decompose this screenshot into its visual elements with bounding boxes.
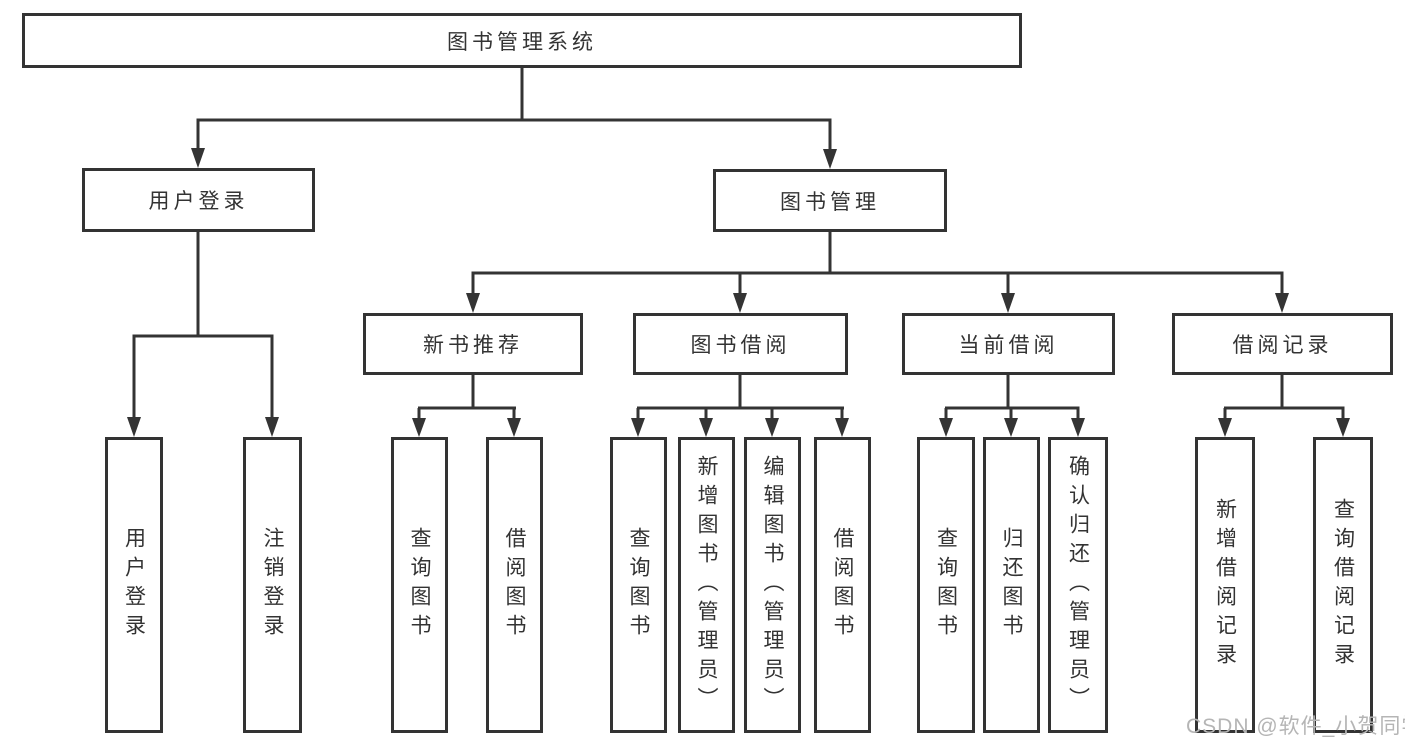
arrowhead-user-login bbox=[191, 148, 205, 168]
leaf-query-books-current: 查询图书 bbox=[917, 437, 975, 733]
arrowhead-leaf8 bbox=[835, 418, 849, 437]
leaf-query-books-borrow: 查询图书 bbox=[610, 437, 667, 733]
arrowhead-l3d bbox=[1275, 293, 1289, 313]
arrowhead-leaf3 bbox=[412, 418, 426, 437]
arrowhead-l3c bbox=[1001, 293, 1015, 313]
leaf-query-borrow-record: 查询借阅记录 bbox=[1313, 437, 1373, 733]
arrowhead-leaf5 bbox=[631, 418, 645, 437]
arrowhead-leaf2 bbox=[265, 417, 279, 437]
csdn-watermark: CSDN @软件_小贺同学 bbox=[1186, 715, 1405, 738]
node-current-borrow: 当前借阅 bbox=[902, 313, 1115, 375]
arrowhead-leaf7 bbox=[765, 418, 779, 437]
arrowhead-leaf1 bbox=[127, 417, 141, 437]
leaf-edit-books-admin: 编辑图书（管理员） bbox=[744, 437, 801, 733]
node-root: 图书管理系统 bbox=[22, 13, 1022, 68]
arrowhead-l3b bbox=[733, 293, 747, 313]
arrowhead-leaf4 bbox=[507, 418, 521, 437]
node-book-borrow: 图书借阅 bbox=[633, 313, 848, 375]
arrowhead-leaf9 bbox=[939, 418, 953, 437]
leaf-logout: 注销登录 bbox=[243, 437, 302, 733]
leaf-return-books: 归还图书 bbox=[983, 437, 1040, 733]
leaf-query-books-recommend: 查询图书 bbox=[391, 437, 448, 733]
node-new-book-recommend: 新书推荐 bbox=[363, 313, 583, 375]
arrowhead-leaf13 bbox=[1336, 418, 1350, 437]
node-user-login: 用户登录 bbox=[82, 168, 315, 232]
arrowhead-leaf6 bbox=[699, 418, 713, 437]
node-borrow-records: 借阅记录 bbox=[1172, 313, 1393, 375]
arrowhead-leaf10 bbox=[1004, 418, 1018, 437]
arrowhead-leaf12 bbox=[1218, 418, 1232, 437]
arrowhead-book-mgmt bbox=[823, 149, 837, 169]
leaf-user-login: 用户登录 bbox=[105, 437, 163, 733]
arrowhead-leaf11 bbox=[1071, 418, 1085, 437]
leaf-borrow-books: 借阅图书 bbox=[814, 437, 871, 733]
leaf-confirm-return-admin: 确认归还（管理员） bbox=[1048, 437, 1108, 733]
leaf-borrow-books-recommend: 借阅图书 bbox=[486, 437, 543, 733]
node-book-management: 图书管理 bbox=[713, 169, 947, 232]
arrowhead-l3a bbox=[466, 293, 480, 313]
leaf-add-borrow-record: 新增借阅记录 bbox=[1195, 437, 1255, 733]
leaf-add-books-admin: 新增图书（管理员） bbox=[678, 437, 735, 733]
